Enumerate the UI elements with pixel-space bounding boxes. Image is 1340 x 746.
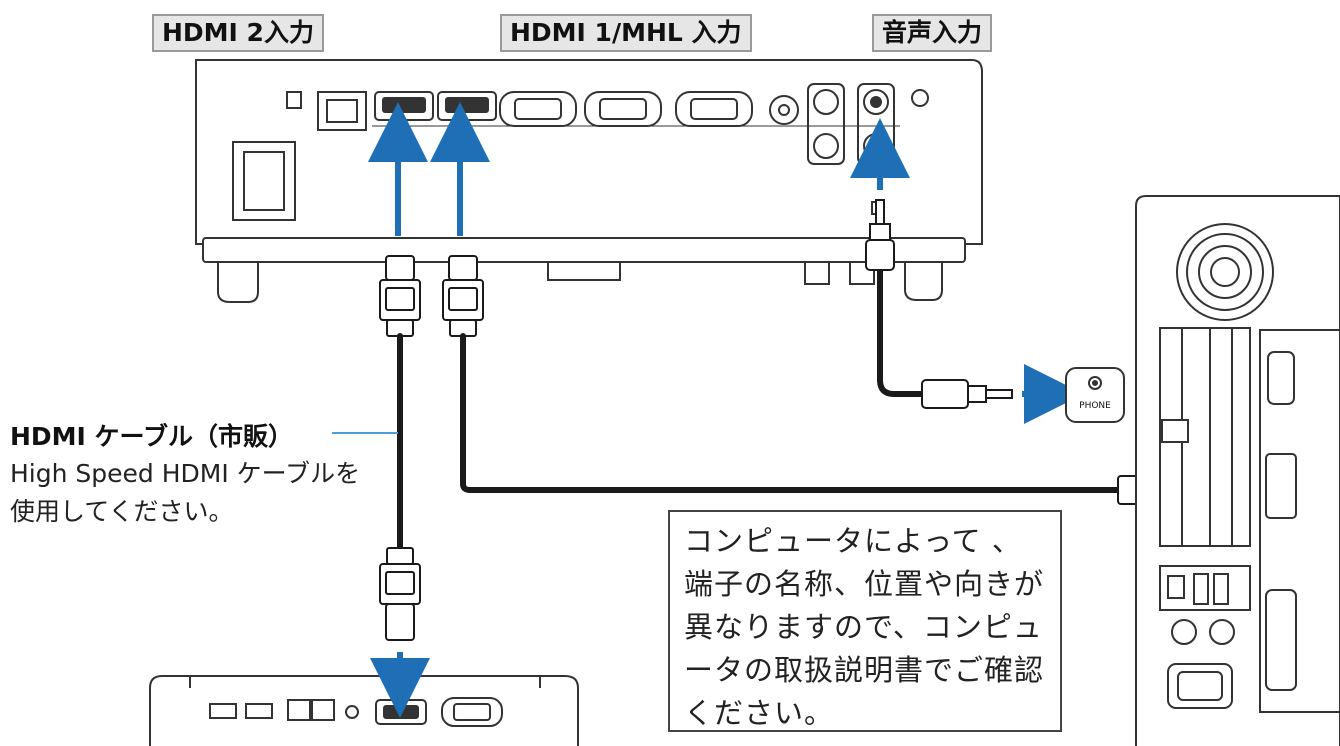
lan-port-inner: [326, 99, 358, 123]
arrows-to-projector: [368, 102, 910, 236]
vga-port-1-inner: [514, 98, 562, 120]
serial-port-inner: [690, 98, 738, 120]
hdmi1-port-slot: [445, 97, 489, 113]
projector-base: [202, 237, 966, 263]
hdmi-cable-a-top-connector: [379, 255, 421, 337]
screw-icon: [911, 89, 929, 107]
label-audio-input: 音声入力: [872, 14, 993, 52]
rca-audio-r: [813, 133, 839, 159]
audio-cable: [877, 267, 925, 397]
projector-foot-right: [904, 261, 943, 301]
projector-foot-left: [217, 261, 259, 303]
video-port-center: [778, 104, 790, 116]
laptop-body: [149, 675, 579, 746]
label-hdmi1-mhl-input: HDMI 1/MHL 入力: [500, 14, 752, 52]
phone-jack-label: PHONE: [1079, 401, 1111, 411]
pc-parallel-port: [1265, 589, 1297, 691]
audio-port-laptop: [345, 705, 359, 719]
pc-dvi-port: [1265, 453, 1297, 519]
phone-jack: [1065, 367, 1125, 423]
audio-in-jack-center: [870, 96, 882, 108]
power-inlet-inner: [243, 151, 285, 211]
cable-title: HDMI ケーブル（市販）: [10, 422, 294, 451]
hdmi-cable-a-bottom-connector: [379, 547, 421, 641]
rca-audio-l: [813, 89, 839, 115]
usb-port-2: [245, 703, 273, 719]
vga-port-2-inner: [599, 98, 647, 120]
note-box: コンピュータによって 、端子の名称、位置や向きが異なりますので、コンピュータの取…: [668, 510, 1062, 732]
hdmi-cable-b: [460, 333, 1123, 493]
label-hdmi2-input: HDMI 2入力: [152, 14, 324, 52]
audio-out-jack: [863, 133, 889, 159]
cables: [397, 267, 1123, 551]
ps2-port-2: [1209, 619, 1235, 645]
audio-plug-right: [921, 379, 1013, 409]
audio-plug-top: [865, 199, 895, 271]
hdmi-cable-b-top-connector: [442, 255, 484, 337]
hdmi2-port-slot: [382, 97, 426, 113]
laptop: [149, 675, 579, 746]
pc-lan-port: [1161, 419, 1189, 443]
projector-tab: [547, 261, 621, 281]
projector-tab-2: [804, 261, 830, 285]
pc-vga-port: [1267, 351, 1295, 405]
lan-port-laptop: [287, 699, 311, 721]
usb-port-1: [209, 703, 237, 719]
lan-port-laptop-2: [311, 699, 335, 721]
desktop-pc: [1135, 195, 1340, 746]
ps2-port-1: [1171, 619, 1197, 645]
projector: [195, 59, 983, 303]
lock-slot-icon: [286, 91, 302, 109]
cable-note: High Speed HDMI ケーブルを使用してください。: [10, 459, 361, 526]
